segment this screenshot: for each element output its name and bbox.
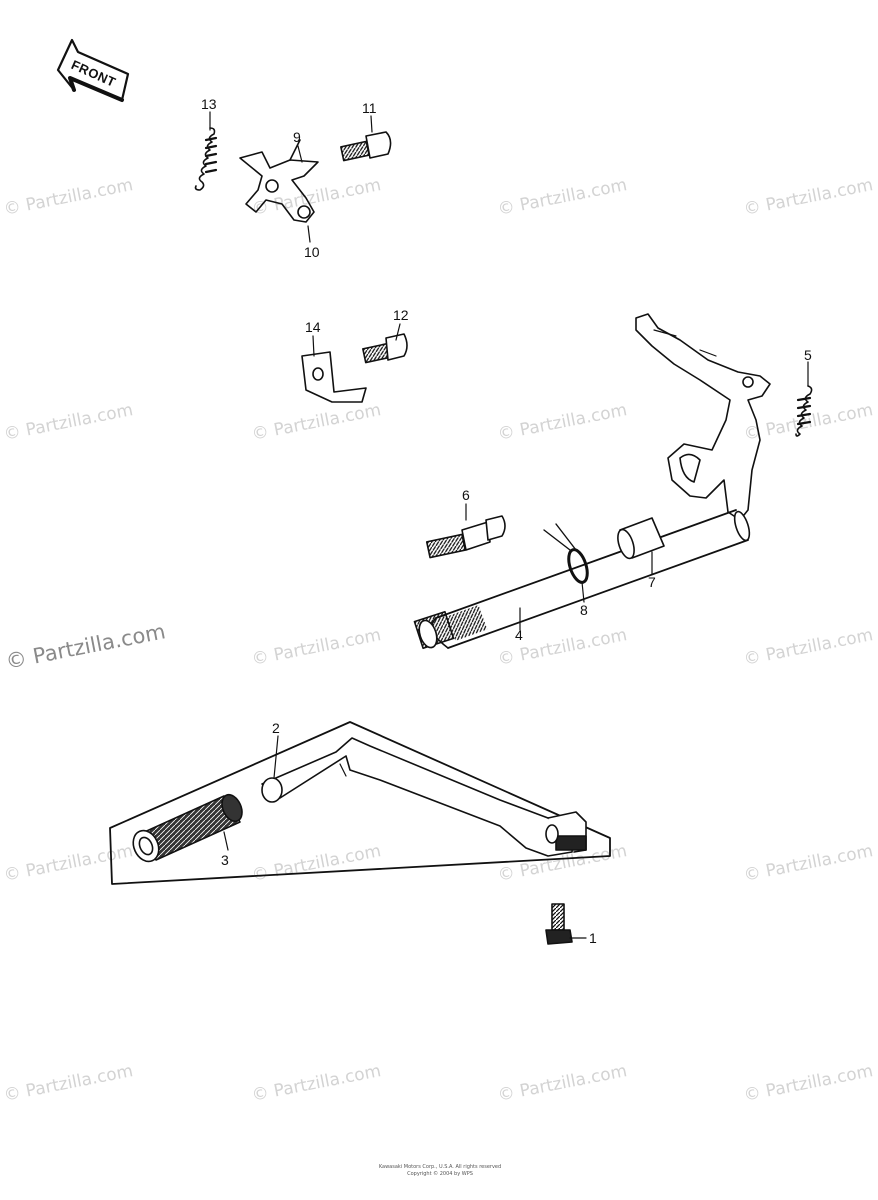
- shift-pedal-2: [261, 737, 587, 857]
- callout-9: 9: [293, 129, 301, 145]
- bolt-12: [362, 333, 408, 364]
- callout-6: 6: [462, 487, 470, 503]
- callout-13: 13: [201, 96, 217, 112]
- callout-2: 2: [272, 720, 280, 736]
- circlip-8: [543, 523, 589, 584]
- pedal-assembly-box: [109, 721, 611, 885]
- callout-3: 3: [221, 852, 229, 868]
- spring-5: [795, 385, 813, 437]
- callout-5: 5: [804, 347, 812, 363]
- callout-7: 7: [648, 574, 656, 590]
- spring-13: [194, 127, 218, 191]
- collar-7: [617, 517, 665, 560]
- bolt-11: [340, 131, 392, 162]
- callout-4: 4: [515, 627, 523, 643]
- shift-arm: [635, 313, 771, 521]
- collar-bolt-6: [425, 515, 506, 559]
- bracket-14: [301, 351, 367, 403]
- callout-1: 1: [589, 930, 597, 946]
- callout-11: 11: [362, 100, 377, 116]
- leader-lines: [209, 111, 809, 939]
- link-plate-9: [239, 139, 319, 223]
- callout-8: 8: [580, 602, 588, 618]
- shift-shaft-4: [413, 509, 751, 650]
- callout-14: 14: [305, 319, 321, 335]
- bolt-1: [545, 903, 573, 945]
- callout-10: 10: [304, 244, 320, 260]
- copyright-line-2: Copyright © 2004 by WPS: [407, 1171, 473, 1177]
- copyright-line-1: Kawasaki Motors Corp., U.S.A. All rights…: [378, 1164, 502, 1170]
- front-arrow-icon: [56, 38, 130, 102]
- callout-12: 12: [393, 307, 409, 323]
- footrest-rubber-3: [132, 793, 243, 863]
